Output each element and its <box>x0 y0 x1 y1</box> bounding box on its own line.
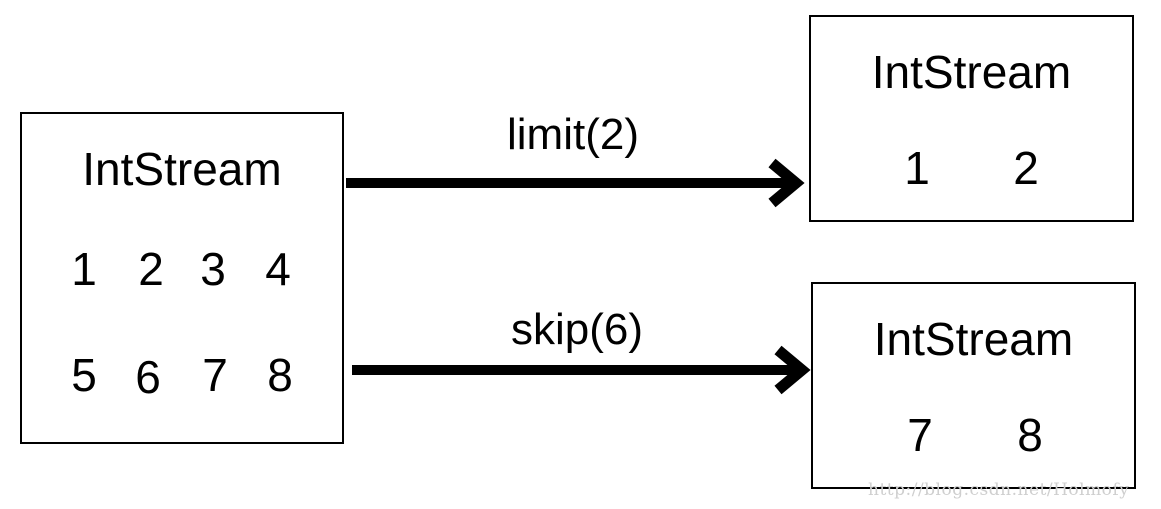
skip-result-title: IntStream <box>873 313 1074 365</box>
source-intstream-box: IntStream 1 2 3 4 5 6 7 8 <box>20 112 344 444</box>
skip-result-value: 7 <box>907 409 933 461</box>
watermark-text: http://blog.csdn.net/Holmofy <box>868 480 1130 500</box>
source-value: 4 <box>265 243 291 295</box>
source-value: 1 <box>71 243 97 295</box>
source-value: 7 <box>202 349 228 401</box>
skip-result-value: 8 <box>1017 409 1043 461</box>
limit-result-value: 2 <box>1013 142 1039 194</box>
limit-result-value: 1 <box>904 142 930 194</box>
skip-result-box: IntStream 7 8 <box>811 282 1136 489</box>
source-box-title: IntStream <box>82 143 282 195</box>
skip-arrow <box>352 345 811 395</box>
source-value: 2 <box>138 243 164 295</box>
source-value: 8 <box>267 349 293 401</box>
limit-operation-label: limit(2) <box>507 110 639 159</box>
source-value: 6 <box>135 351 161 403</box>
limit-result-box: IntStream 1 2 <box>809 15 1134 222</box>
source-value: 3 <box>200 243 226 295</box>
skip-operation-label: skip(6) <box>510 305 644 354</box>
limit-result-title: IntStream <box>871 46 1072 98</box>
source-value: 5 <box>71 349 97 401</box>
limit-arrow <box>346 158 805 208</box>
